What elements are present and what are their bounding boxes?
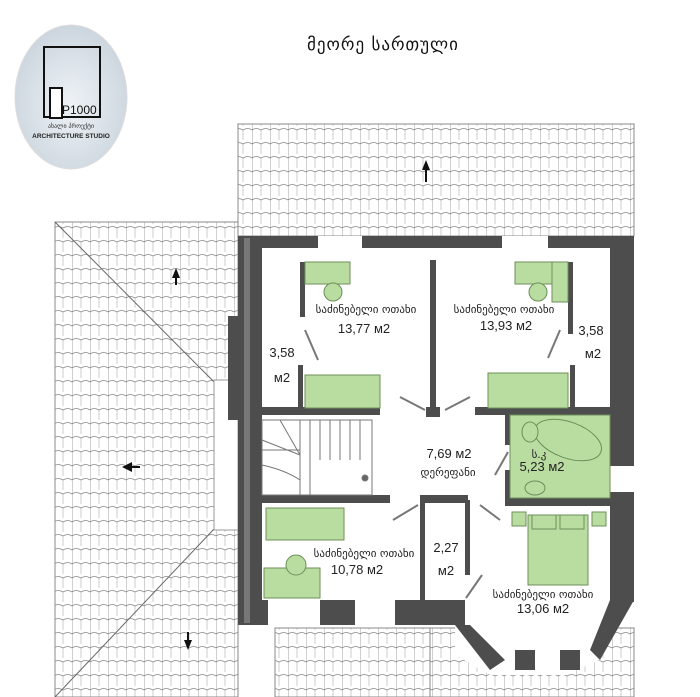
room-labels: საძინებელი ოთახი 13,77 м2 საძინებელი ოთა… — [269, 303, 603, 616]
closet-unit: м2 — [438, 563, 454, 578]
slope-arrow-icon — [422, 160, 430, 170]
closet-unit: м2 — [585, 346, 601, 361]
closet-area: 3,58 — [269, 345, 294, 360]
room-area: 13,06 м2 — [517, 601, 569, 616]
closet-area: 2,27 — [433, 540, 458, 555]
wardrobe — [265, 507, 345, 541]
logo-subtitle-ka: ახალი პროექტი — [48, 123, 94, 130]
room-name: დერეფანი — [420, 466, 475, 479]
closet-unit: м2 — [274, 370, 290, 385]
closet-area: 3,58 — [578, 323, 603, 338]
logo-subtitle-en: ARCHITECTURE STUDIO — [32, 133, 110, 140]
room-name: საძინებელი ოთახი — [493, 588, 594, 601]
room-name: ს.კ — [532, 448, 547, 461]
staircase — [261, 419, 373, 496]
slope-arrow-icon — [172, 268, 180, 278]
sink — [524, 480, 546, 496]
building — [228, 236, 634, 675]
slope-arrow-icon — [184, 640, 192, 650]
studio-logo: P1000 ახალი პროექტი ARCHITECTURE STUDIO — [14, 24, 128, 170]
toilet — [521, 421, 539, 443]
room-area: 5,23 м2 — [519, 459, 564, 474]
room-area: 13,77 м2 — [338, 321, 390, 336]
room-area: 7,69 м2 — [426, 446, 471, 461]
room-area: 10,78 м2 — [331, 562, 383, 577]
slope-arrow-icon — [122, 462, 132, 472]
room-name: საძინებელი ოთახი — [316, 303, 417, 316]
room-name: საძინებელი ოთახი — [454, 303, 555, 316]
room-area: 13,93 м2 — [480, 318, 532, 333]
wardrobe — [304, 374, 381, 409]
room-name: საძინებელი ოთახი — [314, 547, 415, 560]
wardrobe — [487, 372, 569, 409]
page-title: მეორე სართული — [307, 35, 459, 55]
logo-mark: P1000 — [62, 103, 97, 117]
desk — [304, 261, 351, 285]
